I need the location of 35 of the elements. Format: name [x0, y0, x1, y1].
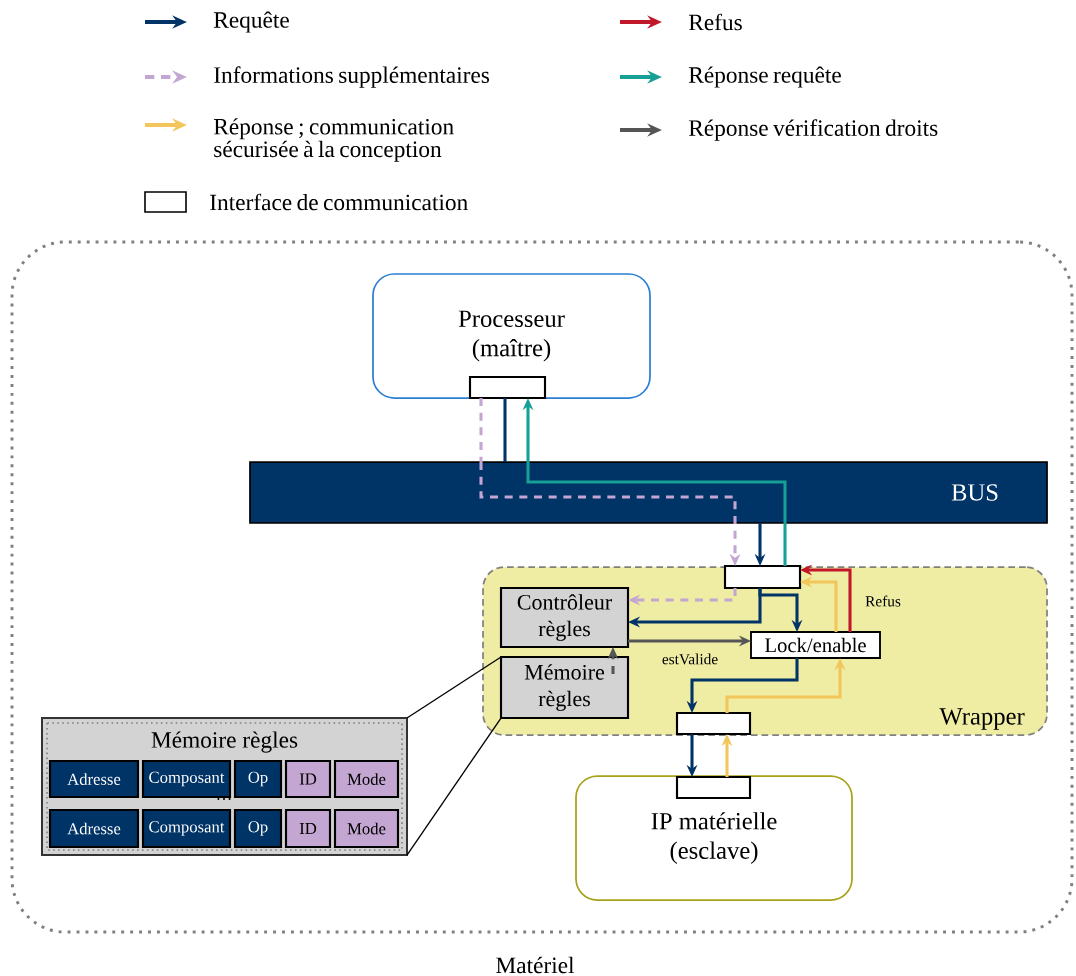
node-label: Matériel	[496, 956, 575, 974]
legend-label: Refus	[688, 13, 742, 31]
lock-box: Lock/enable	[750, 631, 881, 659]
table-cell: ID	[284, 759, 332, 799]
leader-line	[406, 656, 502, 719]
table-cell: Adresse	[48, 759, 140, 799]
table-cell: ID	[284, 808, 332, 849]
module-box: Contrôleur règles	[499, 586, 630, 649]
connector-line	[503, 398, 507, 462]
legend-label: Interface de communication	[210, 193, 468, 211]
interface-box	[675, 775, 752, 800]
bus-band: BUS	[249, 461, 1048, 524]
legend-label: Informations supplémentaires	[214, 66, 490, 88]
ellipsis: …	[217, 798, 231, 800]
connector-line	[479, 398, 483, 462]
legend-label: Réponse ; communication sécurisée à la conception	[213, 118, 454, 162]
edge-label: Refus	[865, 595, 901, 607]
legend-label: Réponse requête	[688, 66, 841, 88]
connector-line	[783, 523, 787, 566]
table-cell: Adresse	[48, 808, 140, 849]
processor-box: Processeur (maître)	[372, 273, 651, 399]
legend-label: Réponse vérification droits	[688, 119, 938, 141]
table-cell: Mode	[333, 808, 400, 849]
interface-box	[468, 375, 547, 400]
ip-box: IP matérielle (esclave)	[575, 775, 853, 901]
module-box: Mémoire règles	[499, 655, 630, 720]
leader-line	[406, 717, 502, 856]
table-cell: Composant	[141, 808, 232, 849]
legend-label: Requête	[213, 11, 289, 33]
interface-box	[675, 711, 752, 736]
table-cell: Op	[233, 808, 283, 849]
table-cell: Mode	[333, 759, 400, 799]
table-cell: Op	[233, 759, 283, 799]
interface-box	[723, 564, 802, 590]
edge-label: estValide	[662, 653, 718, 665]
